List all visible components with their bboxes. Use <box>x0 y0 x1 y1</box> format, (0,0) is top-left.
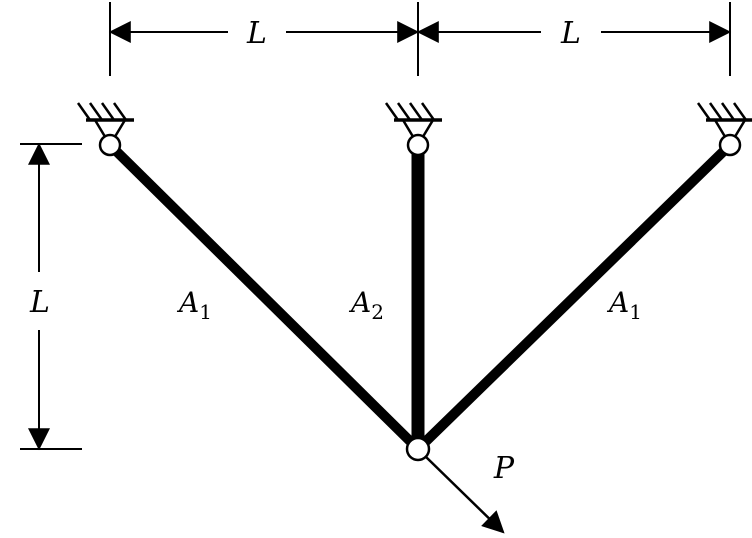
member-label-middle-sub: 2 <box>371 300 384 324</box>
member-label-right-area: A <box>606 286 629 319</box>
dimension-label-top-left: L <box>246 16 267 51</box>
left-bar <box>106 141 422 453</box>
member-label-left: A1 <box>176 286 212 324</box>
member-label-right-sub: 1 <box>629 300 642 324</box>
pin-left <box>98 133 122 157</box>
right-bar <box>414 141 734 453</box>
dimension-label-vertical: L <box>29 285 50 320</box>
member-label-left-sub: 1 <box>199 300 212 324</box>
load-arrow <box>424 455 505 534</box>
member-label-middle: A2 <box>348 286 384 324</box>
member-label-middle-area: A <box>348 286 371 319</box>
pin-right <box>718 133 742 157</box>
pin-middle <box>406 133 430 157</box>
member-label-left-area: A <box>176 286 199 319</box>
member-label-right: A1 <box>606 286 642 324</box>
pin-bottom <box>405 436 431 462</box>
load-label: P <box>493 451 515 486</box>
dimension-label-top-right: L <box>560 16 581 51</box>
